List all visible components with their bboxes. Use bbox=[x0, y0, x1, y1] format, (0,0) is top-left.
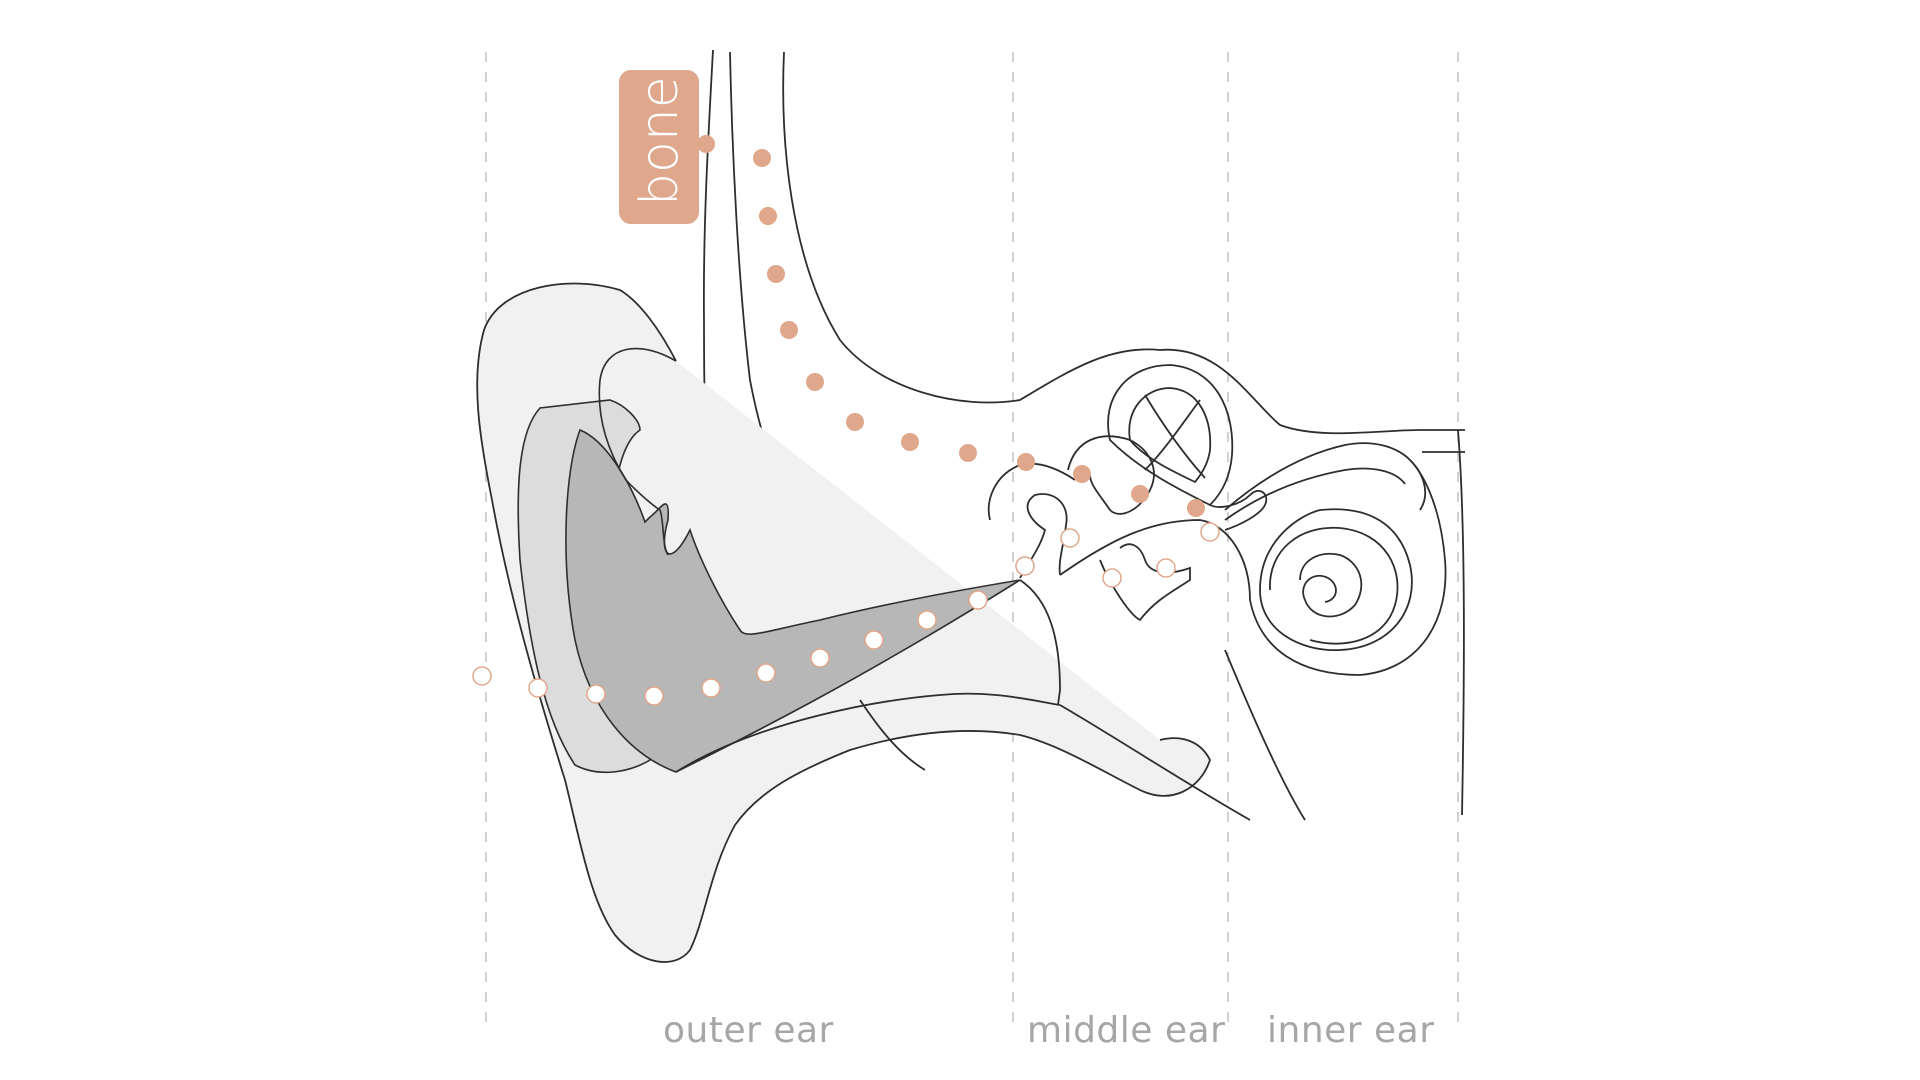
inner-ear-structures bbox=[1059, 364, 1447, 676]
semicircular-canal-cross bbox=[1144, 394, 1206, 479]
bone-dot bbox=[1073, 465, 1091, 483]
air-dot bbox=[1102, 568, 1122, 588]
stapes bbox=[1099, 543, 1191, 622]
air-dot bbox=[917, 610, 937, 630]
bone-badge-shape bbox=[619, 70, 699, 224]
air-dot bbox=[1015, 556, 1035, 576]
bone-dot bbox=[780, 321, 798, 339]
region-dividers bbox=[485, 52, 1459, 1025]
air-dot bbox=[968, 590, 988, 610]
bone-dot bbox=[767, 265, 785, 283]
semicircular-canal-outer bbox=[1107, 364, 1234, 507]
bone-conduction-path bbox=[697, 135, 1205, 517]
air-dot bbox=[756, 663, 776, 683]
air-dot bbox=[1156, 558, 1176, 578]
vestibule bbox=[1209, 490, 1268, 531]
air-dot bbox=[586, 684, 606, 704]
bone-dot bbox=[1187, 499, 1205, 517]
middle-ear-label: middle ear bbox=[1027, 1010, 1226, 1051]
bone-dot bbox=[1017, 453, 1035, 471]
cochlea-spiral-outer bbox=[1269, 526, 1399, 645]
bone-dot bbox=[1131, 485, 1149, 503]
cochlea-spiral bbox=[1299, 552, 1363, 618]
bone-dot bbox=[846, 413, 864, 431]
cochlear-nerve bbox=[1224, 442, 1427, 511]
bone-dot bbox=[759, 207, 777, 225]
air-dot bbox=[864, 630, 884, 650]
air-dot bbox=[528, 678, 548, 698]
outer-ear-label: outer ear bbox=[663, 1010, 834, 1051]
inner-ear-label: inner ear bbox=[1267, 1010, 1435, 1051]
air-dot bbox=[644, 686, 664, 706]
neck-outline bbox=[675, 429, 1465, 821]
bone-dot bbox=[901, 433, 919, 451]
cochlea-shell bbox=[1259, 508, 1413, 651]
pinna-inner-contour bbox=[598, 347, 677, 556]
air-conduction-path bbox=[472, 522, 1220, 706]
bone-dot bbox=[697, 135, 715, 153]
incus bbox=[1067, 435, 1155, 515]
air-dot bbox=[810, 648, 830, 668]
bone-dot bbox=[959, 444, 977, 462]
inner-ear-outline bbox=[1059, 459, 1447, 676]
malleus bbox=[987, 462, 1076, 521]
bone-badge: bone bbox=[619, 70, 699, 224]
air-dot bbox=[1060, 528, 1080, 548]
bone-dot bbox=[753, 149, 771, 167]
semicircular-canal-inner bbox=[1128, 387, 1212, 484]
bone-badge-label: bone bbox=[630, 76, 690, 206]
air-dot bbox=[701, 678, 721, 698]
bone-dot bbox=[806, 373, 824, 391]
air-dot bbox=[472, 666, 492, 686]
cochlear-nerve-2 bbox=[1224, 467, 1406, 521]
air-dot bbox=[1200, 522, 1220, 542]
